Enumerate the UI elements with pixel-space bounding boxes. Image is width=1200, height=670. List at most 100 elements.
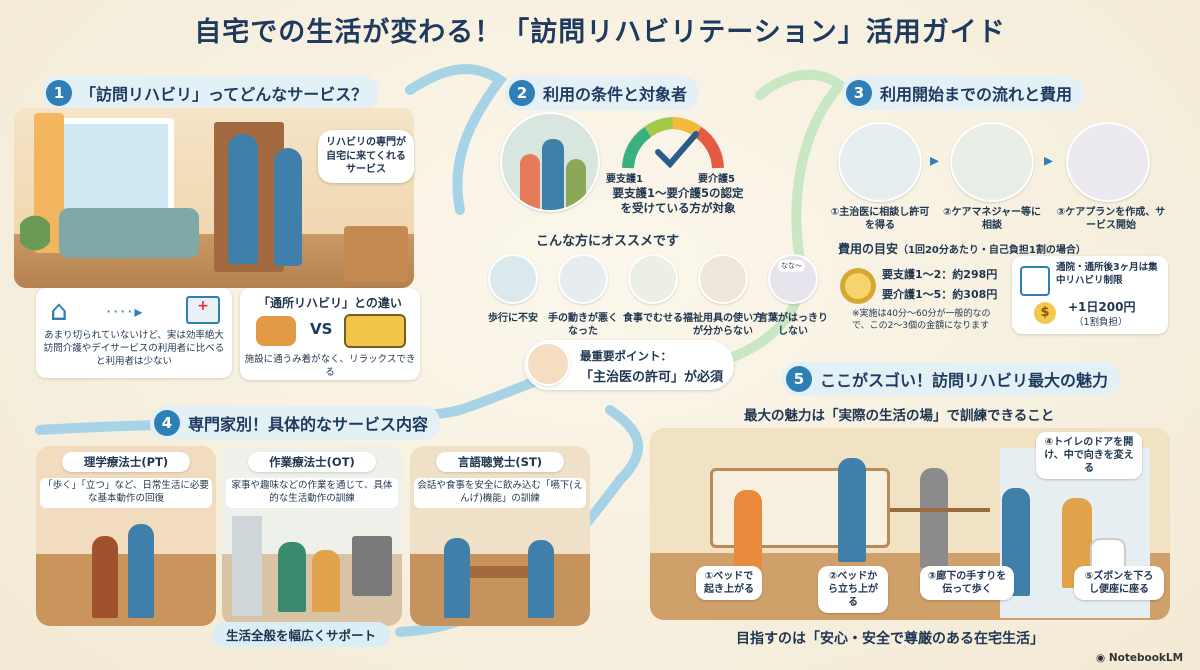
flow-step: ②ケアマネジャー等に相談	[943, 207, 1041, 231]
section-3-number: 3	[846, 80, 872, 106]
doctor-consult-icon	[838, 122, 922, 202]
therapist-icon	[128, 524, 154, 618]
section-5-header: 5 ここがスゴい！訪問リハビリ最大の魅力	[782, 362, 1121, 396]
handrail-icon	[890, 508, 990, 512]
key-point-title: 最重要ポイント：	[580, 349, 672, 363]
therapist-icon	[838, 458, 866, 562]
therapist-icon	[278, 542, 306, 612]
vs-label: VS	[310, 320, 333, 338]
pt-card: 理学療法士(PT) 「歩く」「立つ」など、日常生活に必要な基本動作の回復	[36, 446, 216, 626]
section-3-title: 利用開始までの流れと費用	[880, 85, 1073, 104]
care-gauge-icon	[622, 117, 724, 169]
fee-tier-2: 要介護1〜5：約308円	[882, 288, 998, 301]
flow-step: ①主治医に相談し許可を得る	[830, 207, 930, 231]
section-2-title: 利用の条件と対象者	[543, 85, 688, 104]
section-1-title: 「訪問リハビリ」ってどんなサービス？	[80, 85, 368, 104]
recommend-item: 手の動きが悪くなった	[548, 313, 618, 337]
doctor-icon	[526, 342, 570, 386]
arrow-icon: ▸	[930, 150, 940, 171]
person-icon	[520, 154, 540, 210]
coins-icon	[840, 268, 876, 304]
eating-icon	[628, 254, 678, 304]
usage-note-text: あまり切られていないけど、実は効率絶大訪問介護やデイサービスの利用者に比べると利…	[43, 330, 225, 367]
section-2-header: 2 利用の条件と対象者	[505, 76, 700, 110]
therapist-icon	[444, 538, 470, 618]
diff-title: 「通所リハビリ」との違い	[258, 296, 402, 310]
sofa-icon	[59, 208, 199, 258]
brand-icon: ◉	[1096, 652, 1106, 664]
recommend-title: こんな方にオススメです	[536, 234, 680, 249]
pt-title: 理学療法士(PT)	[62, 452, 190, 472]
arrow-icon: ▸	[1044, 150, 1054, 171]
elder-icon	[312, 550, 340, 612]
cabinet-icon	[344, 226, 408, 282]
walker-icon	[698, 254, 748, 304]
key-point-text: 「主治医の許可」が必須	[580, 370, 724, 385]
goal-text: 目指すのは「安心・安全で尊厳のある在宅生活」	[736, 631, 1044, 647]
st-card: 言語聴覚士(ST) 会話や食事を安全に飲み込む「嚥下(えんげ)機能」の訓練	[410, 446, 590, 626]
walking-icon	[488, 254, 538, 304]
limit-card: 通院・通所後3ヶ月は集中リハビリ制限 $ +1日200円 （1割負担）	[1012, 256, 1168, 334]
armchair-icon	[256, 316, 296, 346]
house-icon: ⌂	[50, 294, 68, 327]
therapist-icon	[228, 134, 258, 264]
plant-icon	[20, 198, 50, 268]
fee-note: ※実施は40分〜60分が一般的なので、この2〜3個の金額になります	[852, 309, 991, 332]
person-icon	[566, 159, 586, 210]
diff-card: 「通所リハビリ」との違い VS 施設に通うみ着がなく、リラックスできる	[240, 288, 420, 380]
training-step: ⑤ズボンを下ろし便座に座る	[1074, 566, 1164, 600]
support-label: 生活全般を幅広くサポート	[212, 622, 391, 647]
recommend-list: 歩行に不安 手の動きが悪くなった 食事でむせる 福祉用具の使い方が分からない な…	[478, 254, 828, 344]
flow-step: ③ケアプランを作成、サービス開始	[1056, 207, 1166, 231]
gauge-right-label: 要介護5	[698, 174, 735, 185]
fee-tier-1: 要支護1〜2：約298円	[882, 268, 998, 281]
key-point-card: 最重要ポイント： 「主治医の許可」が必須	[524, 340, 734, 390]
family-illustration	[500, 112, 600, 212]
pt-desc: 「歩く」「立つ」など、日常生活に必要な基本動作の回復	[40, 478, 212, 508]
elder-icon	[734, 490, 762, 570]
recommend-item: 福祉用具の使い方が分からない	[683, 313, 763, 337]
section-3-header: 3 利用開始までの流れと費用	[842, 76, 1085, 110]
elder-icon	[528, 540, 554, 618]
condition-text: 要支護1〜要介護5の認定を受けている方が対象	[612, 186, 744, 215]
ot-card: 作業療法士(OT) 家事や趣味などの作業を通じて、具体的な生活動作の訓練	[222, 446, 402, 626]
recommend-item: 食事でむせる	[623, 313, 683, 324]
section-4-header: 4 専門家別！具体的なサービス内容	[150, 406, 441, 440]
yen-coin-icon: $	[1034, 302, 1056, 324]
section-4-number: 4	[154, 410, 180, 436]
training-step: ③廊下の手すりを伝って歩く	[920, 566, 1014, 600]
diff-note: 施設に通うみ着がなく、リラックスできる	[244, 354, 416, 378]
usage-note-card: ⌂ ····▸ + あまり切られていないけど、実は効率絶大訪問介護やデイサービス…	[36, 288, 232, 378]
calendar-icon	[1020, 266, 1050, 296]
bus-icon	[344, 314, 406, 348]
stove-icon	[352, 536, 392, 596]
section-1-header: 1 「訪問リハビリ」ってどんなサービス？	[42, 76, 380, 110]
page-title: 自宅での生活が変わる！「訪問リハビリテーション」活用ガイド	[194, 17, 1006, 48]
limit-text: 通院・通所後3ヶ月は集中リハビリ制限	[1056, 262, 1158, 286]
st-desc: 会話や食事を安全に飲み込む「嚥下(えんげ)機能」の訓練	[414, 478, 586, 508]
fridge-icon	[232, 516, 262, 616]
dotted-arrow-icon: ····▸	[106, 302, 145, 321]
elder-icon	[92, 536, 118, 618]
limit-burden: （1割負担）	[1074, 317, 1128, 328]
speech-bubble: なな〜	[778, 260, 805, 272]
therapist-icon	[274, 148, 302, 266]
training-step: ②ベッドから立ち上がる	[818, 566, 888, 613]
section-2-number: 2	[509, 80, 535, 106]
hospital-icon: +	[186, 296, 220, 324]
brand-logo: ◉ NotebookLM	[1096, 652, 1183, 664]
recommend-item: 歩行に不安	[488, 313, 538, 324]
ot-desc: 家事や趣味などの作業を通じて、具体的な生活動作の訓練	[226, 478, 398, 508]
training-step: ④トイレのドアを開け、中で向きを変える	[1036, 432, 1142, 479]
training-step: ①ベッドで起き上がる	[696, 566, 762, 600]
ot-title: 作業療法士(OT)	[248, 452, 376, 472]
person-icon	[542, 139, 564, 210]
section-5-title: ここがスゴい！訪問リハビリ最大の魅力	[820, 371, 1109, 390]
st-title: 言語聴覚士(ST)	[436, 452, 564, 472]
limit-amount: +1日200円	[1068, 300, 1136, 314]
hand-cup-icon	[558, 254, 608, 304]
section-1-number: 1	[46, 80, 72, 106]
service-bubble: リハビリの専門が自宅に来てくれるサービス	[318, 130, 414, 183]
fee-title: 費用の目安	[838, 242, 899, 256]
